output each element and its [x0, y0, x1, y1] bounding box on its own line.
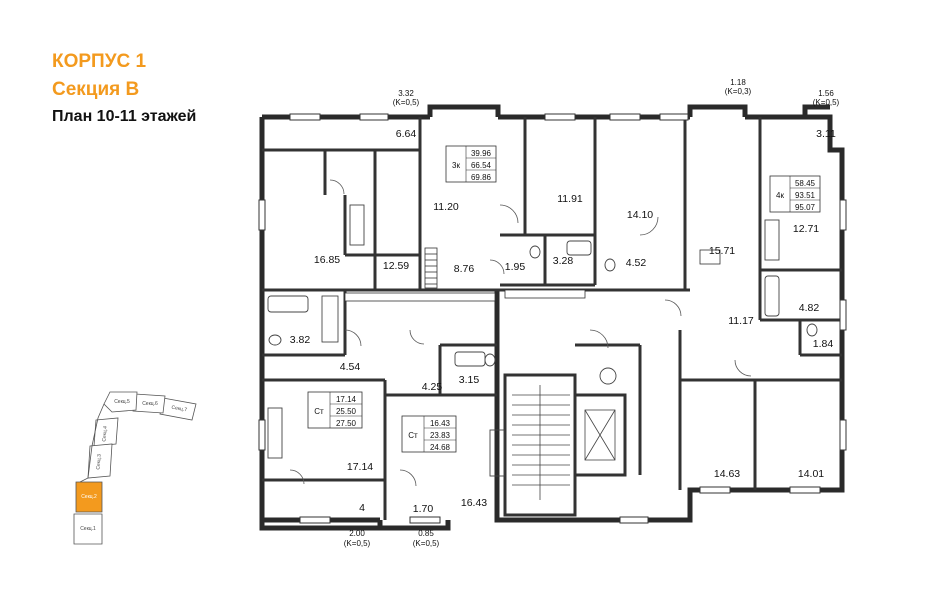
elevator-shaft: [584, 409, 616, 461]
living-area: 17.14: [336, 395, 357, 404]
plumbing-fixtures: [267, 204, 818, 477]
room-area: 14.63: [714, 468, 740, 480]
room-area: 16.43: [461, 497, 487, 509]
room-area: 16.85: [314, 254, 340, 266]
area-with-balcony: 69.86: [471, 173, 492, 182]
stairwell: [512, 385, 570, 500]
room-area: 11.17: [728, 315, 754, 327]
room-area: 11.20: [433, 201, 459, 213]
balcony-coefficient: (K=0,5): [393, 98, 420, 107]
total-area: 25.50: [336, 407, 357, 416]
room-area: 4.25: [422, 381, 443, 393]
apartment-type: 4к: [776, 191, 784, 200]
wardrobes: [321, 247, 721, 343]
room-area: 15.71: [709, 245, 735, 257]
room-area: 4.52: [626, 257, 647, 269]
balcony-area: 0.85: [418, 529, 434, 538]
building-title: КОРПУС 1: [52, 51, 147, 72]
balcony-area: 1.56: [818, 89, 834, 98]
area-with-balcony: 24.68: [430, 443, 451, 452]
room-area: 14.10: [627, 209, 653, 221]
room-area: 4.82: [799, 302, 820, 314]
room-area: 4.54: [340, 361, 361, 373]
room-area: 4: [359, 502, 365, 514]
room-area: 6.64: [396, 128, 417, 140]
title-block: КОРПУС 1 Секция В План 10-11 этажей: [52, 48, 196, 130]
balcony-labels: 3.32 (K=0,5) 1.18 (K=0,3) 1.56 (K=0,5) 2…: [344, 78, 840, 548]
balcony-coefficient: (K=0,5): [413, 539, 440, 548]
living-area: 39.96: [471, 149, 492, 158]
living-area: 58.45: [795, 179, 816, 188]
room-area: 3.11: [816, 128, 836, 140]
balcony-coefficient: (K=0,3): [725, 87, 752, 96]
apartment-type: 3к: [452, 161, 460, 170]
balcony-coefficient: (K=0,5): [344, 539, 371, 548]
area-with-balcony: 95.07: [795, 203, 816, 212]
apartment-info-studio-1[interactable]: Ст 17.14 25.50 27.50: [307, 391, 363, 429]
balcony-coefficient: (K=0,5): [813, 98, 840, 107]
room-area: 3.15: [459, 374, 480, 386]
apartment-info-4k[interactable]: 4к 58.45 93.51 95.07: [769, 175, 821, 213]
room-area: 1.95: [505, 261, 526, 273]
apartment-type: Ст: [408, 431, 418, 440]
room-area: 17.14: [347, 461, 373, 473]
room-area: 12.59: [383, 260, 409, 272]
room-labels: 6.64 11.20 11.91 14.10 15.71 3.11 16.85 …: [290, 128, 836, 515]
room-area: 14.01: [798, 468, 824, 480]
room-area: 3.28: [553, 255, 574, 267]
apartment-info-3k[interactable]: 3к 39.96 66.54 69.86: [445, 145, 497, 183]
windows: [258, 113, 847, 524]
minimap-section-5[interactable]: [103, 391, 138, 413]
apartment-type: Ст: [314, 407, 324, 416]
room-area: 1.84: [813, 338, 834, 350]
minimap-section-1[interactable]: [73, 513, 103, 545]
area-with-balcony: 27.50: [336, 419, 357, 428]
room-area: 8.76: [454, 263, 475, 275]
total-area: 93.51: [795, 191, 816, 200]
balcony-area: 1.18: [730, 78, 746, 87]
total-area: 23.83: [430, 431, 451, 440]
apartment-info-studio-2[interactable]: Ст 16.43 23.83 24.68: [401, 415, 457, 453]
balcony-area: 2.00: [349, 529, 365, 538]
room-area: 11.91: [557, 193, 583, 205]
inner-walls: [262, 117, 842, 520]
room-area: 1.70: [413, 503, 434, 515]
total-area: 66.54: [471, 161, 492, 170]
floor-plan-title: План 10-11 этажей: [52, 108, 197, 125]
balcony-area: 3.32: [398, 89, 414, 98]
room-area: 12.71: [793, 223, 819, 235]
room-area: 3.82: [290, 334, 311, 346]
door-swings: [289, 179, 752, 487]
living-area: 16.43: [430, 419, 451, 428]
section-title: Секция В: [52, 79, 140, 100]
